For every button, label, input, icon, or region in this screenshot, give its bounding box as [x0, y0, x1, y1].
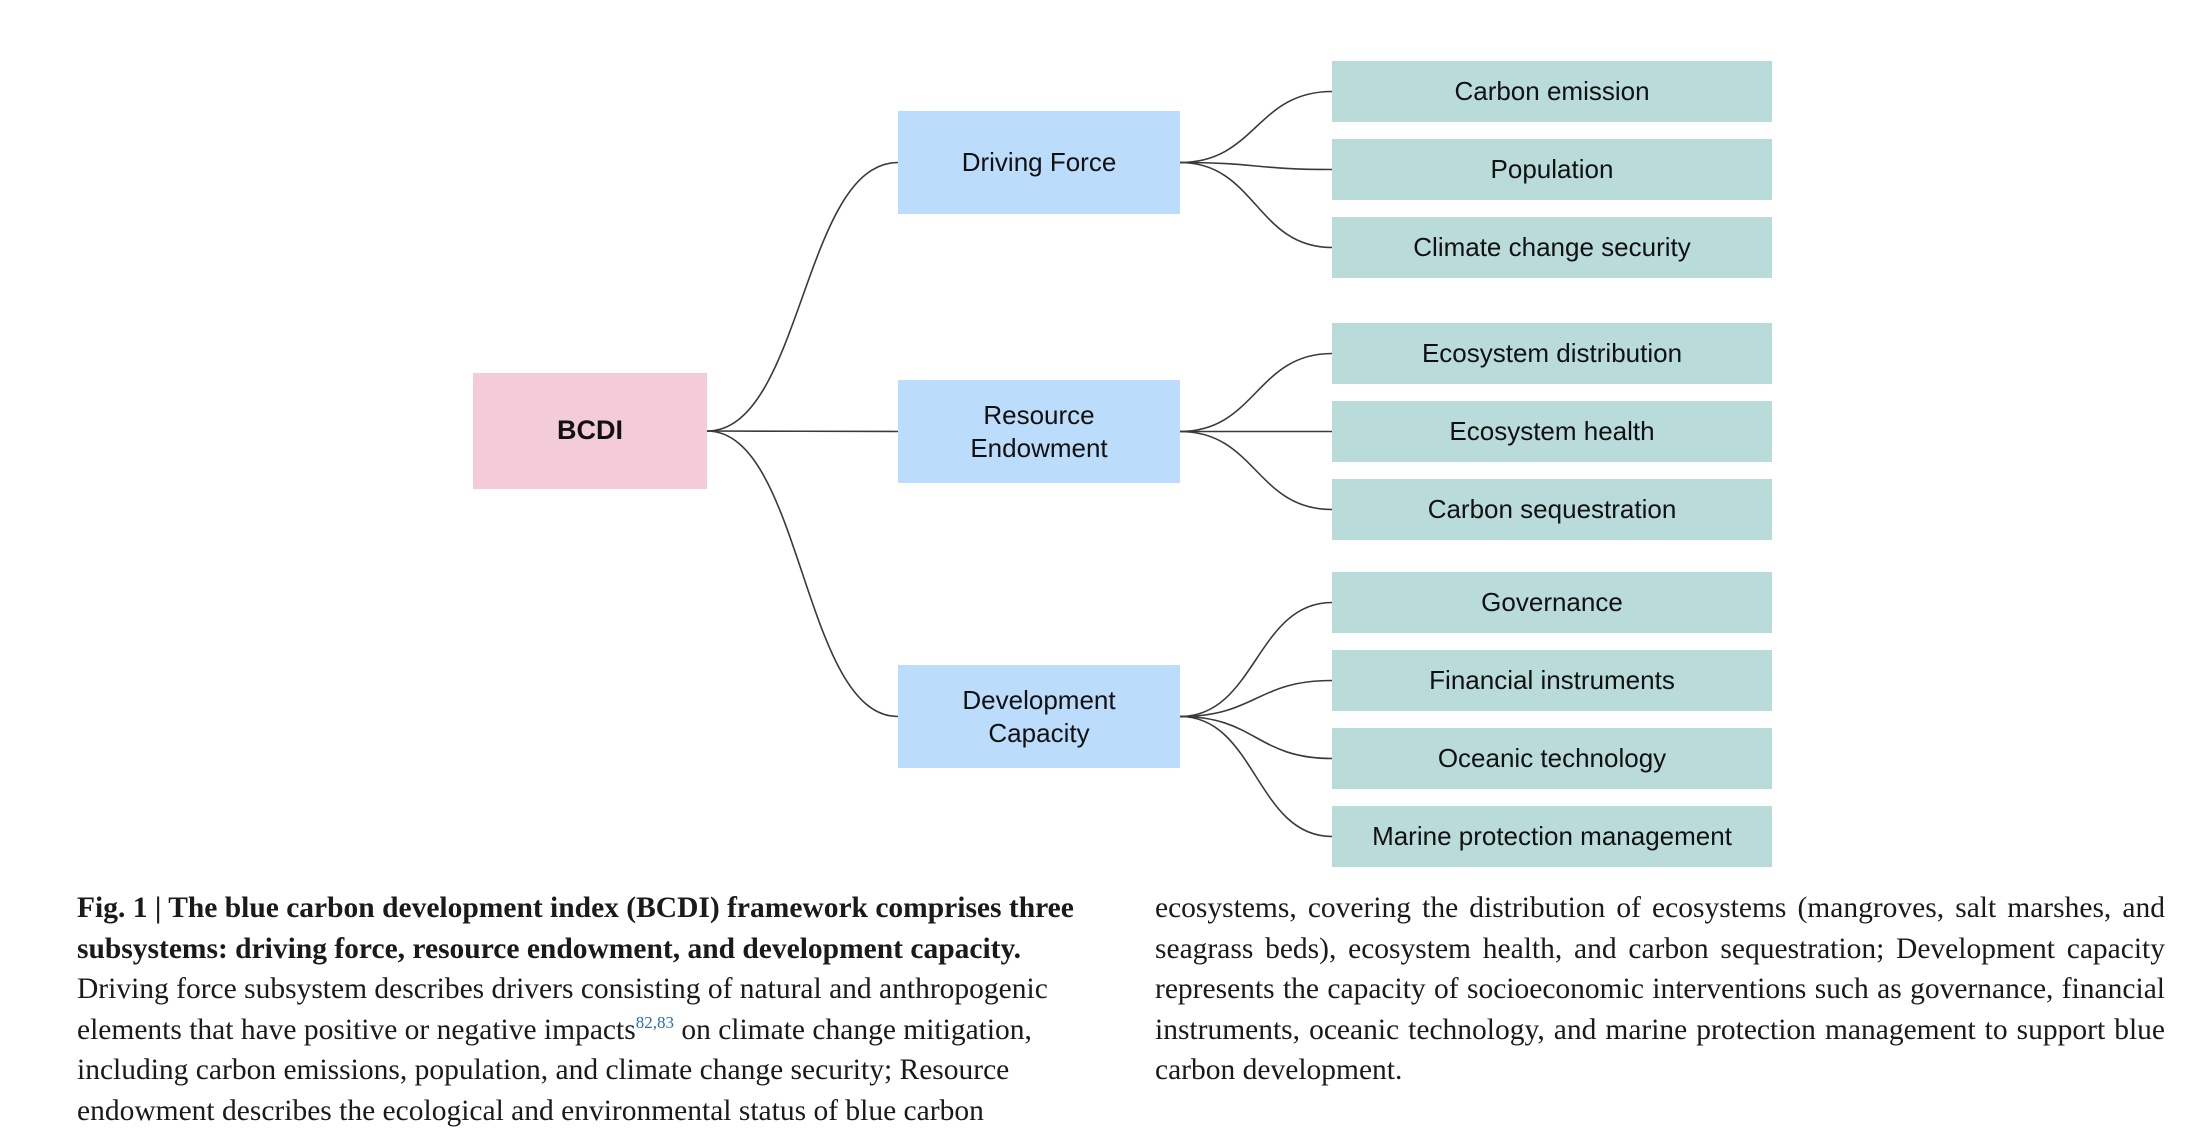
connector-subsystem-driving-force-to-indicator-climate-change-security [1179, 161, 1333, 249]
indicator-climate-change-security: Climate change security [1332, 217, 1772, 278]
indicator-ecosystem-health: Ecosystem health [1332, 401, 1772, 462]
indicator-carbon-emission: Carbon emission [1332, 61, 1772, 122]
caption-body-text: Driving force subsystem describes driver… [77, 973, 1048, 1046]
connector-subsystem-driving-force-to-indicator-population [1179, 161, 1333, 171]
root-node-bcdi: BCDI [473, 373, 707, 489]
indicator-label: Ecosystem health [1449, 416, 1655, 447]
connector-subsystem-development-capacity-to-indicator-oceanic-technology [1179, 715, 1333, 760]
figure-caption-right-column: ecosystems, covering the distribution of… [1155, 888, 2165, 1091]
indicator-label: Financial instruments [1429, 665, 1675, 696]
indicator-label: Carbon emission [1454, 76, 1650, 107]
indicator-population: Population [1332, 139, 1772, 200]
connector-lines [706, 90, 1333, 838]
subsystem-label: Driving Force [961, 147, 1117, 178]
connector-root-to-subsystem-driving-force [706, 161, 899, 432]
caption-body-text-continued: on climate change mitigation, including … [77, 1013, 1032, 1127]
connector-root-to-subsystem-development-capacity [706, 430, 899, 718]
subsystem-development-capacity: Development Capacity [898, 665, 1180, 768]
root-label: BCDI [557, 415, 623, 446]
indicator-marine-protection-management: Marine protection management [1332, 806, 1772, 867]
subsystem-resource-endowment: Resource Endowment [898, 380, 1180, 483]
connector-subsystem-resource-endowment-to-indicator-carbon-sequestration [1179, 430, 1333, 511]
figure-caption-left-column: Fig. 1 | The blue carbon development ind… [77, 888, 1107, 1131]
indicator-governance: Governance [1332, 572, 1772, 633]
bcdi-framework-diagram: BCDI Driving Force Resource Endowment De… [473, 61, 1772, 867]
indicator-label: Population [1490, 154, 1614, 185]
reference-link[interactable]: 82,83 [635, 1012, 674, 1032]
indicator-ecosystem-distribution: Ecosystem distribution [1332, 323, 1772, 384]
indicator-financial-instruments: Financial instruments [1332, 650, 1772, 711]
subsystem-label: Resource Endowment [970, 400, 1108, 463]
indicator-label: Governance [1481, 587, 1623, 618]
indicator-label: Oceanic technology [1437, 743, 1667, 774]
connector-subsystem-resource-endowment-to-indicator-ecosystem-distribution [1179, 352, 1333, 433]
caption-body-text-right: ecosystems, covering the distribution of… [1155, 892, 2165, 1086]
indicator-label: Climate change security [1413, 232, 1691, 263]
connector-subsystem-development-capacity-to-indicator-governance [1179, 601, 1333, 718]
indicator-label: Marine protection management [1372, 821, 1732, 852]
connector-root-to-subsystem-resource-endowment [706, 430, 899, 433]
indicator-carbon-sequestration: Carbon sequestration [1332, 479, 1772, 540]
indicator-label: Ecosystem distribution [1421, 338, 1683, 369]
figure-label: Fig. 1 | [77, 892, 169, 924]
connector-subsystem-driving-force-to-indicator-carbon-emission [1179, 90, 1333, 164]
indicator-label: Carbon sequestration [1427, 494, 1677, 525]
figure-title: The blue carbon development index (BCDI)… [77, 892, 1074, 965]
subsystem-label: Development Capacity [962, 685, 1116, 748]
connector-subsystem-development-capacity-to-indicator-marine-protection-management [1179, 715, 1333, 838]
subsystem-driving-force: Driving Force [898, 111, 1180, 214]
connector-subsystem-development-capacity-to-indicator-financial-instruments [1179, 679, 1333, 718]
indicator-oceanic-technology: Oceanic technology [1332, 728, 1772, 789]
